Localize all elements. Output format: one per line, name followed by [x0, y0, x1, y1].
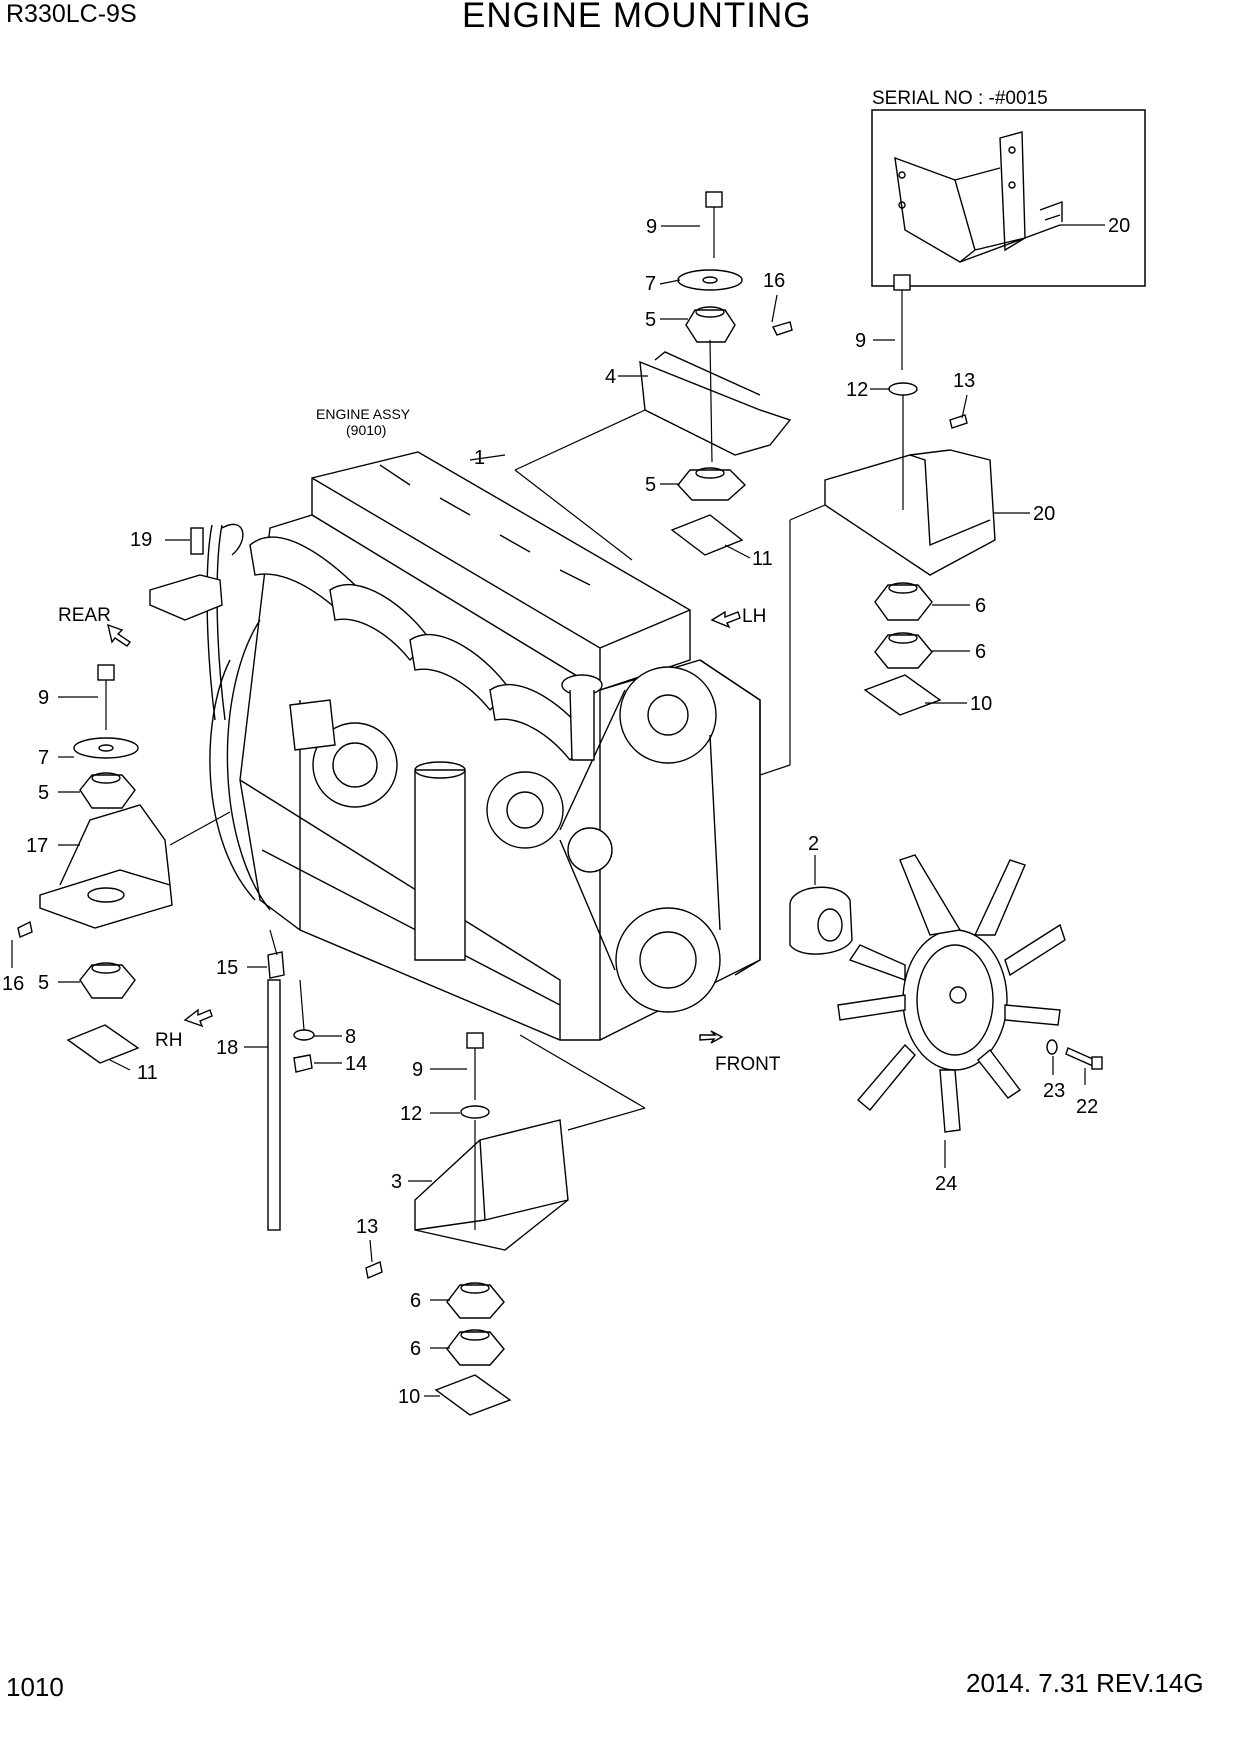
model-number: R330LC-9S	[6, 0, 137, 28]
rh-label: RH	[155, 1030, 182, 1051]
lh-arrow-group: LH	[710, 606, 766, 629]
callout-22: 22	[1076, 1096, 1098, 1118]
callout-2: 2	[808, 833, 819, 855]
callout-6-right-upper: 6	[975, 595, 986, 617]
fan-spacer	[789, 886, 853, 955]
callout-16-top: 16	[763, 270, 785, 292]
rh-arrow-icon	[183, 1008, 213, 1028]
callout-12-bottom: 12	[400, 1103, 422, 1125]
rh-arrow-group: RH	[155, 1008, 213, 1051]
callout-16-left: 16	[2, 973, 24, 995]
callout-3: 3	[391, 1171, 402, 1193]
right-mount	[824, 274, 996, 716]
rear-arrow-icon	[107, 623, 132, 647]
callout-9-left: 9	[38, 687, 49, 709]
callout-1: 1	[474, 447, 485, 469]
left-mount	[17, 664, 173, 1064]
callout-6-bottom-upper: 6	[410, 1290, 421, 1312]
callout-5-top: 5	[645, 309, 656, 331]
callout-11-left: 11	[137, 1062, 158, 1084]
engine-assy-code: (9010)	[346, 422, 386, 438]
callout-7-left: 7	[38, 747, 49, 769]
callout-9-top: 9	[646, 216, 657, 238]
callout-13-bottom: 13	[356, 1216, 378, 1238]
callout-6-right-lower: 6	[975, 641, 986, 663]
callout-20: 20	[1033, 503, 1055, 525]
page-title: ENGINE MOUNTING	[462, 0, 812, 35]
callout-9-bottom: 9	[412, 1059, 423, 1081]
callout-13-right: 13	[953, 370, 975, 392]
front-arrow-group: FRONT	[699, 1030, 781, 1075]
date-revision: 2014. 7.31 REV.14G	[966, 1668, 1204, 1698]
tube-and-clips	[267, 951, 315, 1231]
callout-5-left: 5	[38, 782, 49, 804]
callout-5-top-lower: 5	[645, 474, 656, 496]
callout-6-bottom-lower: 6	[410, 1338, 421, 1360]
callout-9-right: 9	[855, 330, 866, 352]
callout-14: 14	[345, 1053, 367, 1075]
engine-assembly-drawing	[206, 451, 761, 1041]
front-label: FRONT	[715, 1054, 781, 1075]
callout-23: 23	[1043, 1080, 1065, 1102]
bottom-mount	[365, 1032, 569, 1416]
dipstick-bracket	[149, 523, 244, 621]
lh-label: LH	[742, 606, 766, 627]
page-number: 1010	[6, 1672, 64, 1702]
top-center-mount	[639, 191, 793, 556]
callout-17: 17	[26, 835, 48, 857]
callout-15: 15	[216, 957, 238, 979]
cooling-fan	[837, 854, 1066, 1133]
callout-19: 19	[130, 529, 152, 551]
inset-bracket-drawing	[894, 131, 1063, 263]
rear-arrow-group: REAR	[58, 605, 132, 647]
callout-5-left-lower: 5	[38, 972, 49, 994]
rear-label: REAR	[58, 605, 111, 626]
callout-7-top: 7	[645, 273, 656, 295]
callout-8: 8	[345, 1026, 356, 1048]
serial-inset: SERIAL NO : -#0015 20	[871, 88, 1146, 287]
callout-24: 24	[935, 1173, 957, 1195]
front-arrow-icon	[699, 1030, 724, 1044]
callout-11-top: 11	[752, 548, 773, 570]
callout-12-right: 12	[846, 379, 868, 401]
callout-20-inset: 20	[1108, 215, 1130, 237]
engine-assy-label: ENGINE ASSY	[316, 406, 411, 422]
callout-4: 4	[605, 366, 616, 388]
callout-18: 18	[216, 1037, 238, 1059]
fan-bolt-washer	[1046, 1039, 1103, 1070]
serial-label: SERIAL NO : -#0015	[872, 88, 1048, 109]
callout-10-bottom: 10	[398, 1386, 420, 1408]
lh-arrow-icon	[710, 610, 741, 629]
callout-10-right: 10	[970, 693, 992, 715]
